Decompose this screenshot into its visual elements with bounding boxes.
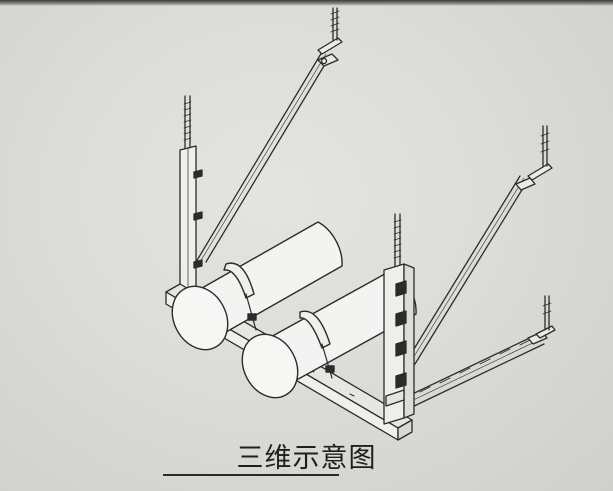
diagonal-brace-right-lower (403, 331, 548, 409)
threaded-rod-right (393, 213, 402, 275)
ceiling-anchor-right-lower (535, 295, 556, 339)
diagonal-brace-left (195, 51, 339, 263)
pipe-front (241, 269, 417, 399)
top-edge-shadow (0, 0, 613, 6)
ceiling-anchor-left (317, 7, 343, 55)
caption-underline (163, 474, 339, 476)
diagonal-brace-right-upper (405, 175, 536, 365)
vertical-channel-left (179, 145, 203, 295)
vertical-channel-right (383, 263, 415, 425)
pipe-back (171, 221, 343, 351)
diagram-caption: 三维示意图 (236, 443, 377, 474)
ceiling-anchor-right-upper (527, 125, 553, 181)
